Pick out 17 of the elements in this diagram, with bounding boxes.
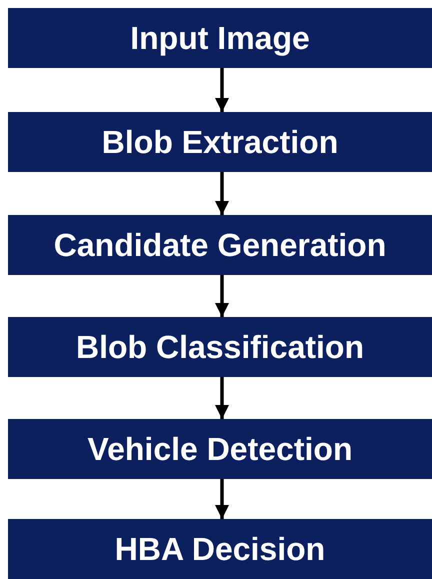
arrow bbox=[215, 479, 229, 519]
step-label: HBA Decision bbox=[114, 530, 326, 568]
step-label: Blob Extraction bbox=[102, 124, 338, 160]
arrow bbox=[215, 172, 229, 215]
process-box bbox=[8, 317, 432, 377]
process-box bbox=[8, 519, 432, 579]
step-label: Vehicle Detection bbox=[88, 430, 352, 468]
process-box bbox=[8, 112, 432, 172]
process-box bbox=[8, 419, 432, 479]
step-label: Blob Classification bbox=[76, 328, 364, 366]
arrow bbox=[215, 275, 229, 317]
process-box bbox=[8, 215, 432, 275]
step-label: Input Image bbox=[130, 20, 310, 56]
process-box bbox=[8, 8, 432, 68]
arrow bbox=[215, 68, 229, 112]
arrow bbox=[215, 377, 229, 419]
step-label: Candidate Generation bbox=[54, 226, 386, 264]
